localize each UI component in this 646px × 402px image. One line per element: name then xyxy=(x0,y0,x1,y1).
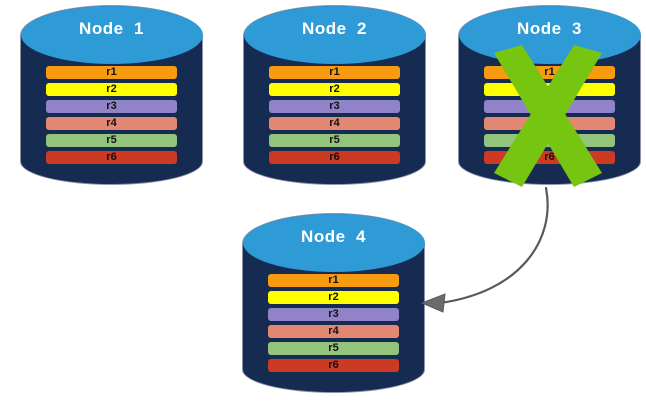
row-r3[interactable]: r3 xyxy=(46,100,177,113)
node-1[interactable]: Node 1 r1 r2 r3 r4 r5 r6 xyxy=(20,5,203,185)
row-r2[interactable]: r2 xyxy=(484,83,615,96)
row-r6[interactable]: r6 xyxy=(484,151,615,164)
row-r1[interactable]: r1 xyxy=(268,274,399,287)
row-r1[interactable]: r1 xyxy=(46,66,177,79)
row-r1[interactable]: r1 xyxy=(269,66,400,79)
row-r6[interactable]: r6 xyxy=(268,359,399,372)
node-2[interactable]: Node 2 r1 r2 r3 r4 r5 r6 xyxy=(243,5,426,185)
row-r1[interactable]: r1 xyxy=(484,66,615,79)
node-2-title: Node 2 xyxy=(302,19,367,38)
row-r2[interactable]: r2 xyxy=(268,291,399,304)
row-r3[interactable]: r3 xyxy=(268,308,399,321)
node-4[interactable]: Node 4 r1 r2 r3 r4 r5 r6 xyxy=(242,213,425,393)
node-1-cylinder-top xyxy=(20,5,203,64)
row-r6[interactable]: r6 xyxy=(269,151,400,164)
row-r5[interactable]: r5 xyxy=(269,134,400,147)
row-r2[interactable]: r2 xyxy=(46,83,177,96)
row-r5[interactable]: r5 xyxy=(484,134,615,147)
node-2-cylinder-top xyxy=(243,5,426,64)
row-r5[interactable]: r5 xyxy=(268,342,399,355)
node-1-title: Node 1 xyxy=(79,19,144,38)
row-r4[interactable]: r4 xyxy=(484,117,615,130)
row-r4[interactable]: r4 xyxy=(46,117,177,130)
node-4-rows: r1 r2 r3 r4 r5 r6 xyxy=(242,274,425,372)
node-4-cylinder-top xyxy=(242,213,425,272)
node-3-rows: r1 r2 r3 r4 r5 r6 xyxy=(458,66,641,164)
row-r5[interactable]: r5 xyxy=(46,134,177,147)
row-r3[interactable]: r3 xyxy=(269,100,400,113)
row-r2[interactable]: r2 xyxy=(269,83,400,96)
node-3-title: Node 3 xyxy=(517,19,582,38)
row-r6[interactable]: r6 xyxy=(46,151,177,164)
node-2-rows: r1 r2 r3 r4 r5 r6 xyxy=(243,66,426,164)
row-r3[interactable]: r3 xyxy=(484,100,615,113)
node-3[interactable]: Node 3 r1 r2 r3 r4 r5 r6 xyxy=(458,5,641,185)
node-4-title: Node 4 xyxy=(301,227,366,246)
row-r4[interactable]: r4 xyxy=(269,117,400,130)
row-r4[interactable]: r4 xyxy=(268,325,399,338)
node-1-rows: r1 r2 r3 r4 r5 r6 xyxy=(20,66,203,164)
